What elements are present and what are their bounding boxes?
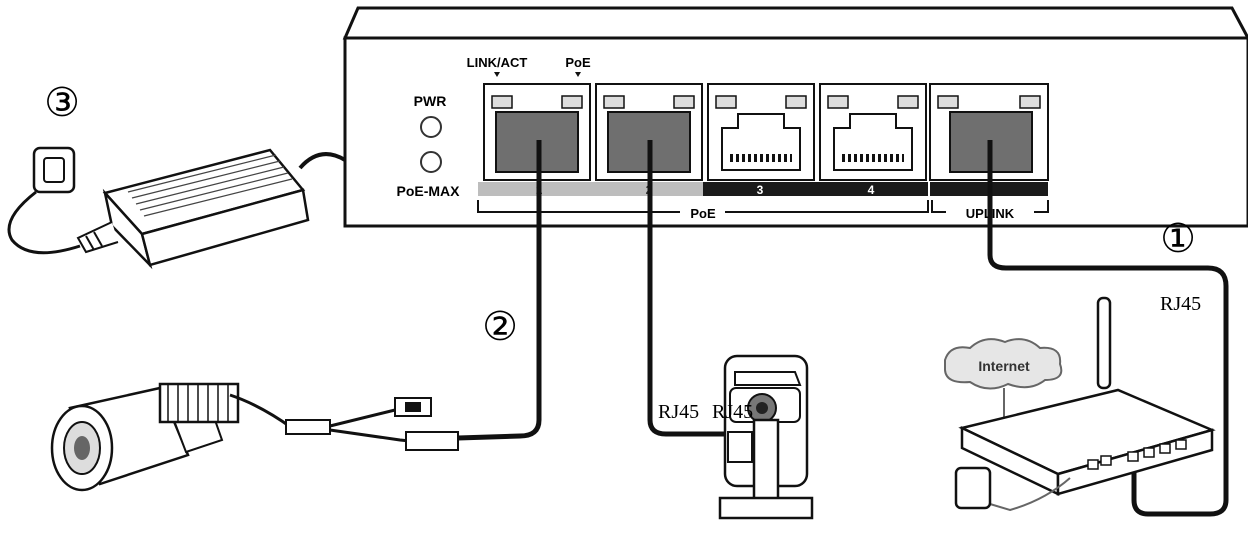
step-1-marker: ① xyxy=(1160,216,1196,261)
poe-group-label: PoE xyxy=(690,206,716,221)
uplink-group-bracket xyxy=(931,200,1049,213)
rj45-connector-icon xyxy=(405,431,459,451)
camera-mount-icon xyxy=(158,382,240,424)
port-led-icon xyxy=(827,95,849,109)
internet-label: Internet xyxy=(978,358,1030,374)
port2-camera-cable xyxy=(647,140,738,437)
port-led-icon xyxy=(491,95,513,109)
cube-camera xyxy=(718,354,814,520)
port-4 xyxy=(819,83,927,181)
pwr-label: PWR xyxy=(414,93,447,109)
router-power-adapter-icon xyxy=(954,466,992,510)
uplink-router-cable xyxy=(987,140,1229,517)
port-led-icon xyxy=(897,95,919,109)
camera-stand-icon xyxy=(752,418,780,502)
poe-led-label: PoE xyxy=(565,55,591,70)
poe-port-bar-dark xyxy=(703,182,928,196)
port-number-3: 3 xyxy=(757,183,764,197)
port-3 xyxy=(707,83,815,181)
poe-group-bracket xyxy=(477,200,929,213)
bullet-camera xyxy=(50,382,459,492)
link-act-label: LINK/ACT xyxy=(467,55,528,70)
port1-camera-cable xyxy=(457,140,542,441)
router: Internet xyxy=(944,296,1216,512)
switch-top-panel xyxy=(342,6,1248,40)
poe-switch: LINK/ACT PoE PWR PoE-MAX xyxy=(342,6,1248,228)
rj45-camera-label-b: RJ45 xyxy=(712,401,753,423)
adapter-dc-cable xyxy=(298,152,347,170)
port-led-icon xyxy=(673,95,695,109)
router-ports-icon xyxy=(1087,439,1187,470)
rj45-camera-label-a: RJ45 xyxy=(658,401,699,423)
step-2-marker: ② xyxy=(482,304,518,349)
ac-power-cord xyxy=(7,190,81,255)
pwr-led-icon xyxy=(420,116,442,138)
internet-cloud-icon xyxy=(944,338,1063,390)
router-antenna-icon xyxy=(1096,296,1112,390)
rj45-uplink-label: RJ45 xyxy=(1160,293,1201,315)
poe-led-arrow-icon xyxy=(575,72,581,77)
poe-port-bar-light xyxy=(478,182,703,196)
camera-base-icon xyxy=(718,496,814,520)
port-led-icon xyxy=(785,95,807,109)
port-led-icon xyxy=(715,95,737,109)
port-led-icon xyxy=(1019,95,1041,109)
power-adapter xyxy=(7,146,310,270)
port-led-icon xyxy=(603,95,625,109)
step-3-marker: ③ xyxy=(44,80,80,125)
port-led-icon xyxy=(561,95,583,109)
poe-max-label: PoE-MAX xyxy=(397,183,461,199)
port-number-4: 4 xyxy=(868,183,875,197)
link-act-arrow-icon xyxy=(494,72,500,77)
poe-max-led-icon xyxy=(420,151,442,173)
port-led-icon xyxy=(937,95,959,109)
